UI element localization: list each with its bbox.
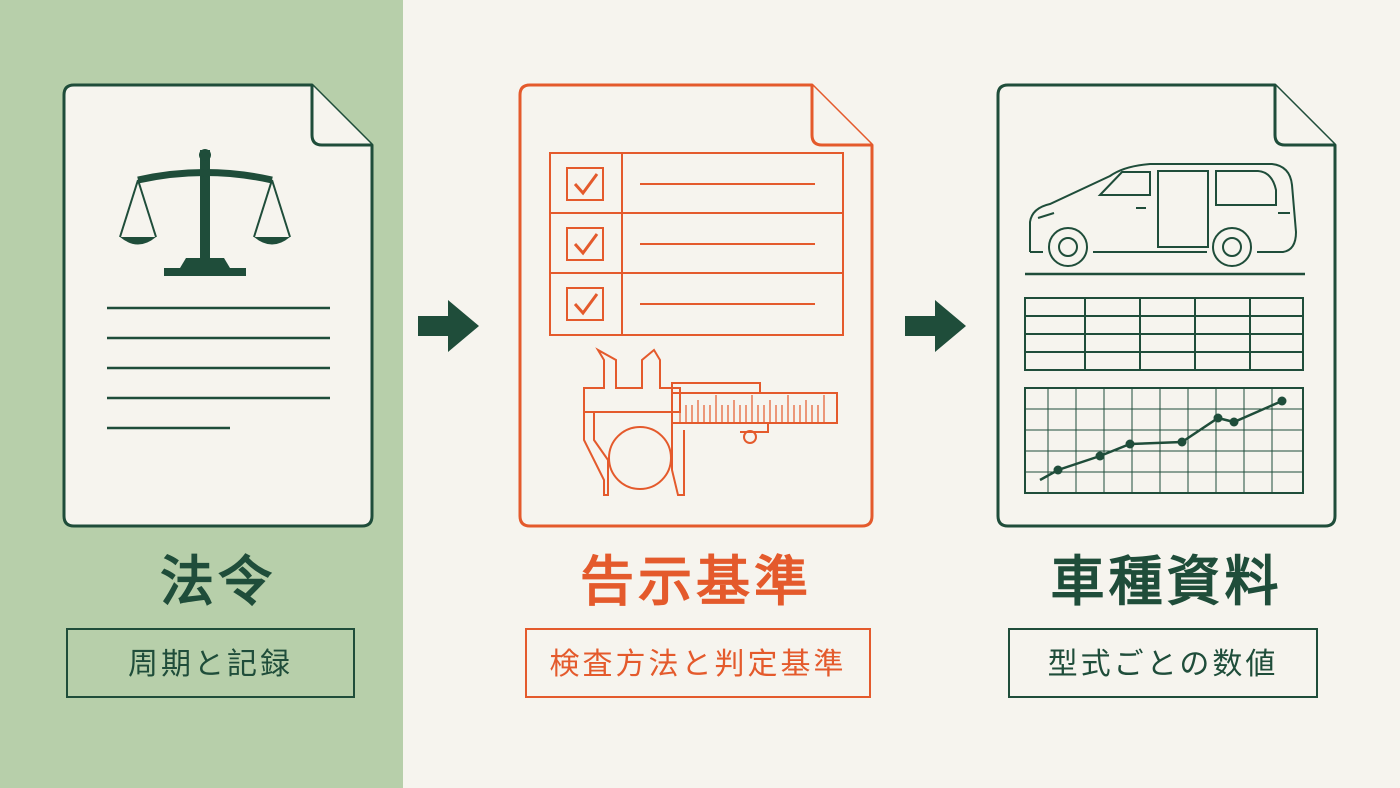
arrow-right-icon <box>418 300 479 352</box>
step-title-notice-standard: 告示基準 <box>580 549 812 613</box>
vehicle-data-document <box>996 83 1337 528</box>
step-label-vehicle-data: 型式ごとの数値 <box>1008 628 1318 698</box>
step-title-vehicle-data: 車種資料 <box>1050 549 1283 613</box>
checklist-icon <box>549 152 844 336</box>
van-icon <box>1029 163 1298 267</box>
line-chart-icon <box>1024 387 1304 494</box>
arrow-right-icon <box>905 300 966 352</box>
step-label-notice-standard: 検査方法と判定基準 <box>525 628 871 698</box>
standard-document <box>518 83 874 528</box>
step-title-law: 法令 <box>160 549 276 613</box>
step-label-law: 周期と記録 <box>66 628 355 698</box>
law-document <box>62 83 374 528</box>
text-lines <box>107 306 330 430</box>
caliper-icon <box>583 347 838 496</box>
scales-of-justice-icon <box>119 149 291 276</box>
data-table-icon <box>1024 297 1304 371</box>
